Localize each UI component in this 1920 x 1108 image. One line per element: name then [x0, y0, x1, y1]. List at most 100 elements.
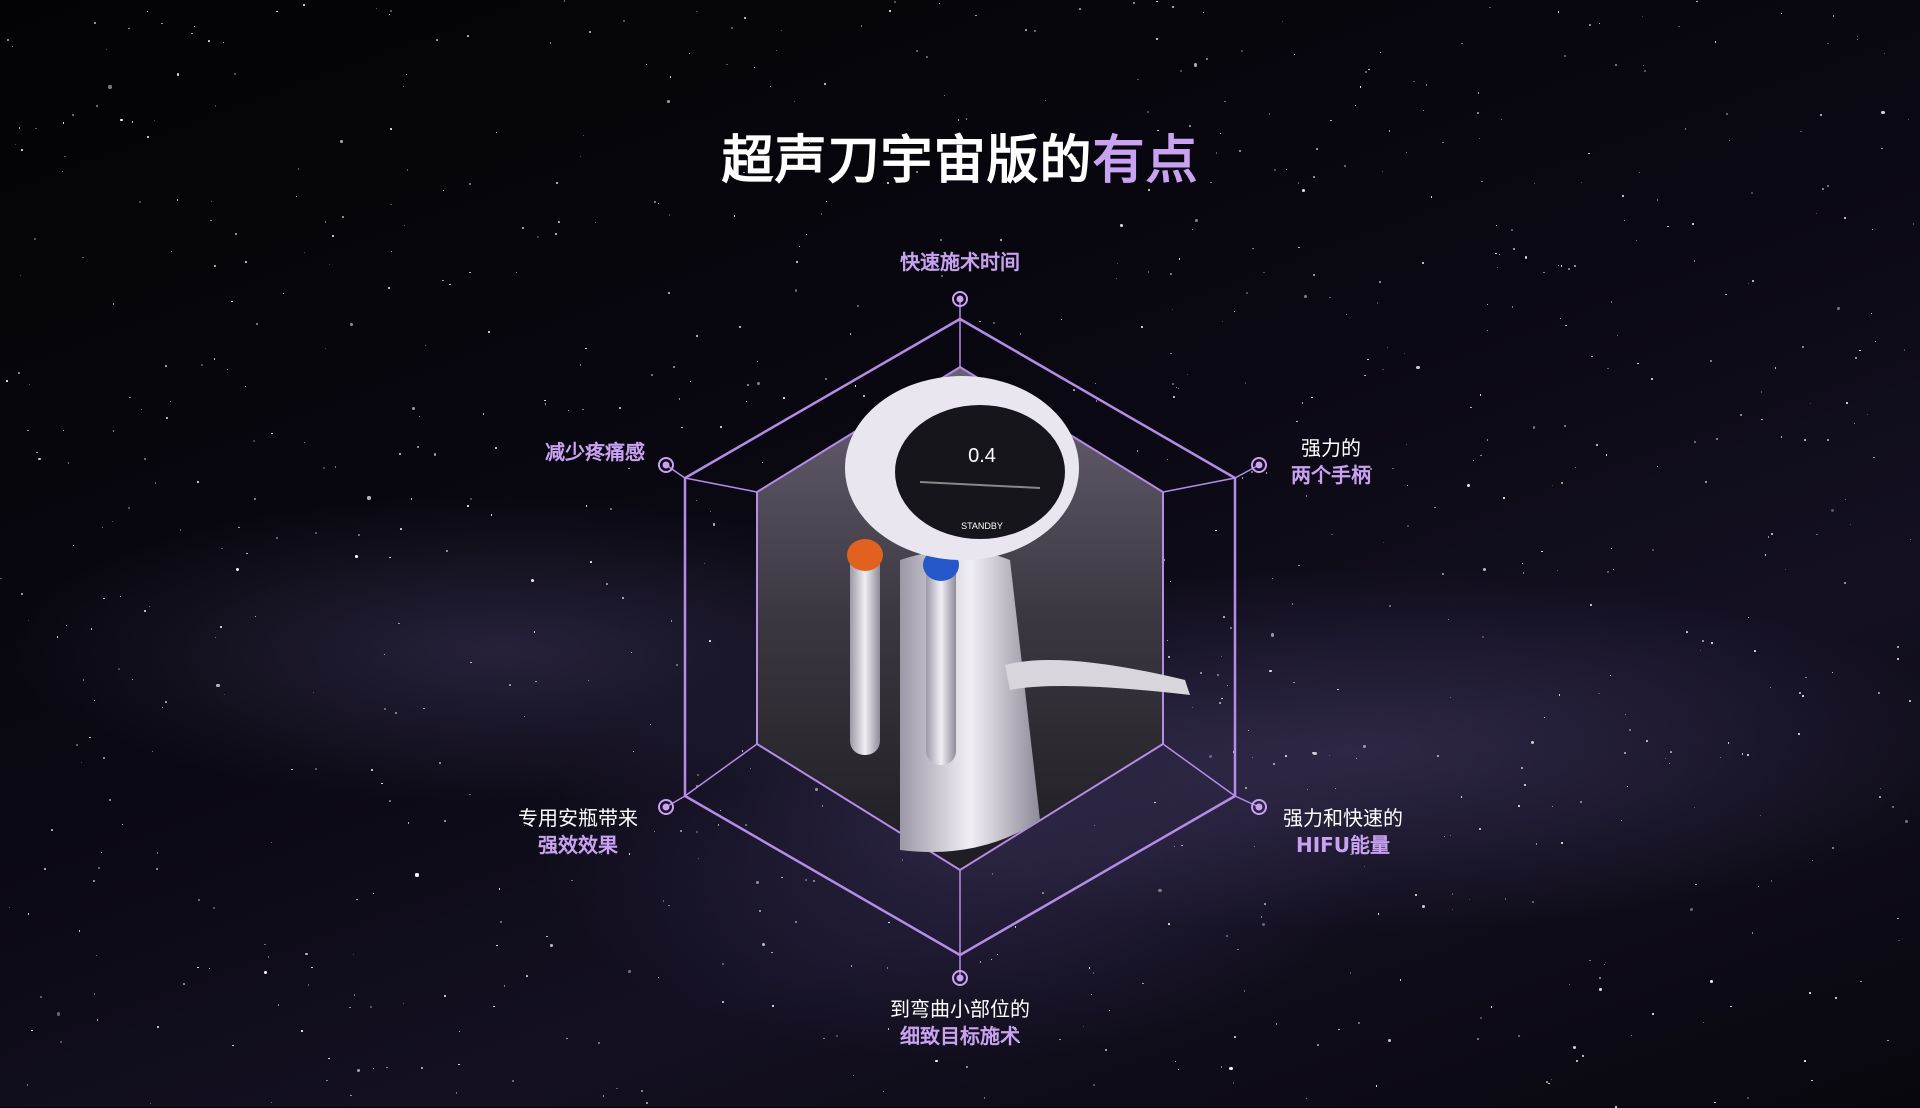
- star: [162, 706, 164, 708]
- star: [645, 63, 647, 65]
- star: [814, 787, 818, 791]
- star: [1595, 444, 1598, 447]
- star: [40, 996, 43, 999]
- star: [512, 1080, 514, 1082]
- star: [1285, 168, 1288, 170]
- star: [1802, 346, 1805, 348]
- star: [993, 1026, 996, 1029]
- star: [1881, 148, 1883, 150]
- star: [688, 52, 690, 54]
- star: [1172, 382, 1175, 385]
- star: [353, 994, 356, 996]
- node-ring: [658, 457, 674, 473]
- star: [129, 396, 131, 399]
- star: [31, 1029, 33, 1031]
- star: [1270, 633, 1274, 637]
- star: [1230, 627, 1232, 629]
- star: [182, 983, 185, 986]
- star: [493, 1006, 495, 1008]
- star: [128, 507, 130, 509]
- star: [389, 557, 391, 559]
- star: [495, 131, 498, 134]
- star: [673, 365, 675, 368]
- star: [438, 762, 441, 764]
- star: [410, 498, 413, 500]
- star: [213, 906, 216, 909]
- star: [1535, 843, 1537, 845]
- star: [793, 101, 795, 103]
- star: [210, 201, 212, 203]
- star: [1581, 1055, 1585, 1058]
- star: [1133, 2, 1135, 4]
- star: [131, 678, 133, 680]
- star: [68, 462, 70, 464]
- star: [1747, 753, 1750, 756]
- star: [744, 16, 746, 19]
- star: [62, 170, 64, 172]
- star: [1769, 687, 1771, 689]
- star: [1623, 219, 1626, 222]
- star: [957, 118, 960, 121]
- star: [334, 466, 337, 468]
- star: [0, 577, 2, 580]
- star: [1221, 320, 1224, 323]
- star: [825, 200, 827, 203]
- star: [1291, 603, 1294, 605]
- star: [1240, 50, 1243, 53]
- star: [754, 67, 756, 69]
- star: [901, 859, 904, 861]
- star: [350, 1094, 353, 1097]
- star: [1246, 292, 1248, 294]
- star: [1518, 1035, 1520, 1037]
- star: [96, 105, 98, 107]
- star: [1805, 676, 1807, 678]
- star: [1214, 529, 1217, 532]
- star: [675, 664, 678, 666]
- star: [1561, 481, 1564, 484]
- star: [1169, 352, 1172, 355]
- star: [633, 750, 635, 753]
- star: [979, 961, 982, 963]
- star: [1406, 444, 1408, 446]
- star: [1422, 261, 1424, 264]
- feature-lower-left: 专用安瓶带来强效效果: [488, 805, 668, 859]
- star: [402, 1002, 404, 1004]
- star: [76, 743, 78, 746]
- star: [703, 562, 706, 564]
- star: [1857, 38, 1859, 40]
- star: [372, 892, 375, 895]
- star: [398, 622, 401, 625]
- star: [1403, 353, 1405, 355]
- star: [383, 653, 385, 655]
- star: [89, 736, 91, 739]
- star: [731, 26, 734, 29]
- star: [894, 1, 897, 3]
- star: [1461, 43, 1463, 45]
- star: [1855, 356, 1857, 359]
- star: [101, 527, 104, 529]
- star: [1304, 294, 1308, 298]
- star: [1320, 466, 1323, 468]
- star: [548, 458, 551, 460]
- star: [315, 768, 318, 770]
- star: [90, 628, 93, 630]
- star: [263, 970, 267, 974]
- star: [1285, 755, 1288, 757]
- star: [271, 432, 273, 435]
- star: [216, 683, 220, 688]
- star: [220, 626, 223, 628]
- star: [1116, 262, 1118, 264]
- star: [416, 446, 419, 448]
- star: [208, 40, 211, 43]
- star: [1173, 845, 1176, 848]
- star: [523, 715, 525, 717]
- star: [1747, 283, 1749, 285]
- star: [1559, 317, 1561, 319]
- star: [224, 693, 226, 695]
- star: [149, 605, 151, 607]
- star: [406, 74, 408, 76]
- star: [743, 171, 745, 174]
- star: [352, 953, 355, 956]
- star: [587, 680, 589, 682]
- star: [35, 127, 37, 129]
